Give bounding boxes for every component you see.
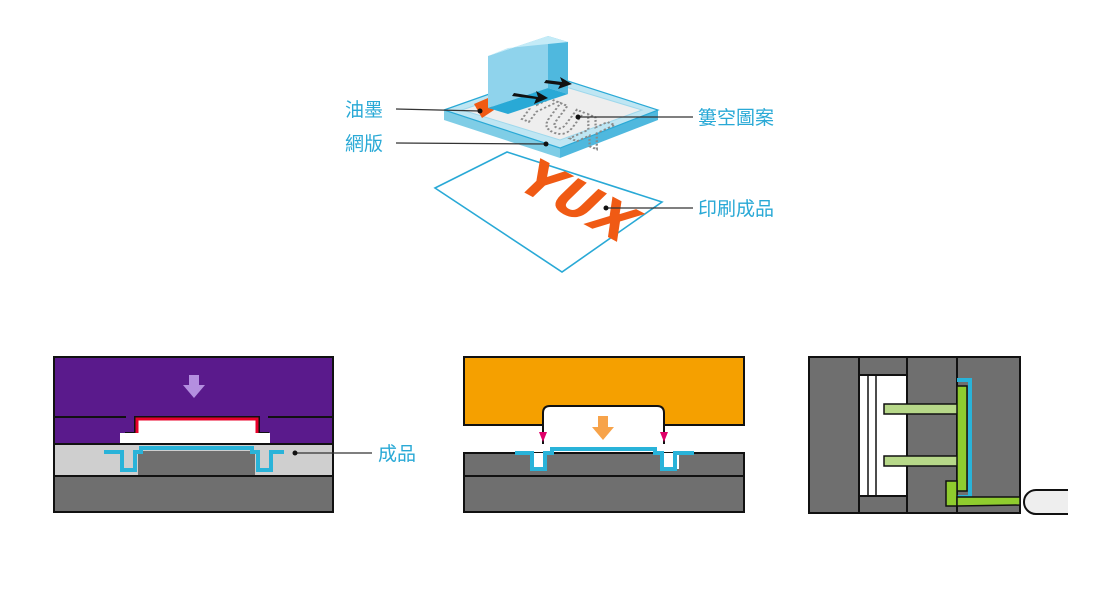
upper-mold (53, 356, 334, 445)
ejector-pin-top (883, 403, 959, 415)
lower-die (463, 452, 745, 513)
molded-part (956, 385, 968, 492)
cutter-right (660, 432, 668, 442)
label-mold-product: 成品 (378, 443, 416, 465)
injection-nozzle (1023, 489, 1068, 515)
screen-printing-illustration: YUX YUX (345, 36, 774, 273)
leader-lines (395, 108, 693, 209)
press-down-arrow (183, 375, 205, 398)
trimming-mold-diagram (463, 356, 745, 513)
screen-frame-right (560, 110, 658, 158)
upper-mold-orange (463, 356, 745, 426)
gate (945, 480, 958, 507)
label-ink: 油墨 (345, 99, 383, 121)
screen-frame-front (444, 110, 560, 158)
cutter-left (539, 432, 547, 442)
lower-base (53, 475, 334, 513)
ejector-housing (858, 374, 908, 497)
sprue (956, 496, 1021, 507)
forming-mold-diagram: 成品 (53, 356, 416, 513)
product-film-trim (515, 447, 694, 471)
printed-sheet (433, 151, 664, 273)
label-print-product: 印刷成品 (698, 198, 774, 220)
leader-ink (395, 108, 481, 112)
mold-cavity (120, 433, 270, 446)
ejector-pin-bottom (883, 455, 959, 467)
product-film (104, 446, 284, 472)
lower-core (138, 451, 255, 476)
label-screen: 網版 (345, 133, 383, 155)
leader-dots (477, 108, 609, 211)
injection-mold-diagram (808, 356, 1068, 515)
leader-screen (395, 142, 547, 145)
trim-down-arrow (592, 416, 614, 440)
label-stencil: 簍空圖案 (698, 107, 774, 129)
squeegee-direction-arrows (512, 77, 572, 104)
